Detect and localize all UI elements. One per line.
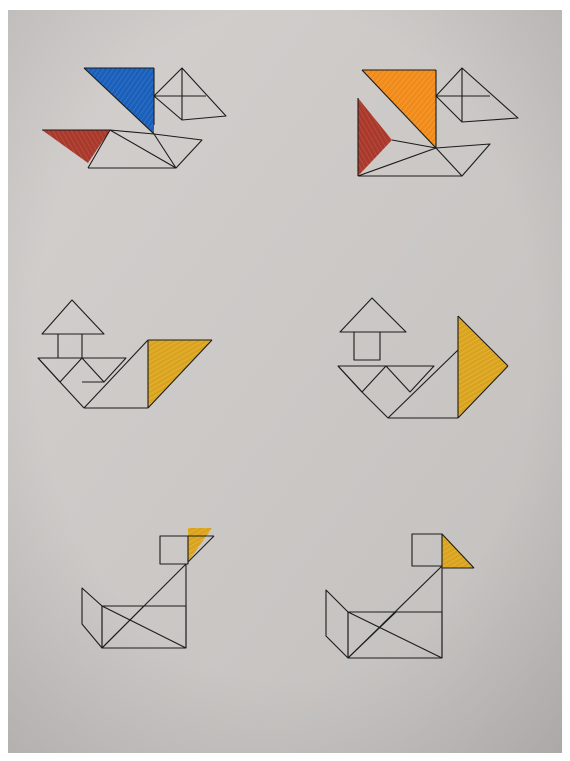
photo [0,0,570,761]
